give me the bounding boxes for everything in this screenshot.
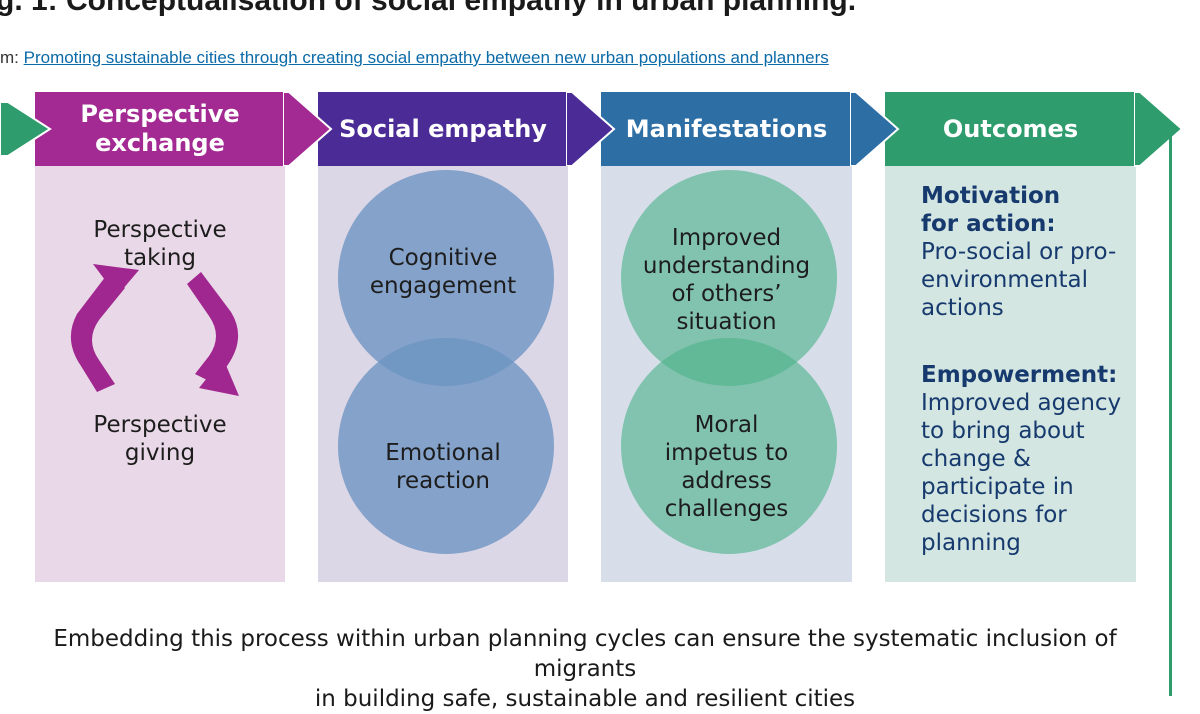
emotional-reaction-label: Emotional reaction [318,439,568,495]
empowerment-line4: participate in [921,474,1074,500]
moral-impetus-line2: impetus to [664,440,789,466]
cycle-arrows-icon [70,264,239,396]
motivation-line1: Pro-social or pro- [921,239,1117,265]
chevron-arrow-incoming [0,101,52,157]
outcomes-panel [885,166,1136,582]
improved-understanding-line4: situation [676,309,777,335]
figure-title: g. 1: Conceptualisation of social empath… [0,0,857,17]
perspective-giving-label: Perspective giving [35,411,285,467]
motivation-line3: actions [921,295,1004,321]
chevron-arrow-exchange [283,92,333,166]
improved-understanding-label: Improved understanding of others’ situat… [601,224,852,336]
cognitive-engagement-line1: Cognitive [388,245,498,271]
header-perspective-exchange-line2: exchange [95,129,225,157]
improved-understanding-line1: Improved [671,225,782,251]
header-manifestations-label: Manifestations [625,114,828,143]
empowerment-line3: change & [921,446,1031,472]
perspective-giving-line2: giving [124,440,196,466]
chevron-arrow-manifestations [850,92,900,166]
perspective-taking-line1: Perspective [93,217,227,243]
motivation-line2: environmental [921,267,1088,293]
header-perspective-exchange-line1: Perspective [80,100,240,128]
improved-understanding-line3: of others’ [671,281,782,307]
chevron-arrow-empathy [566,92,616,166]
header-outcomes-label: Outcomes [942,114,1079,143]
improved-understanding-line2: understanding [642,253,811,279]
cognitive-engagement-line2: engagement [369,273,517,299]
header-social-empathy: Social empathy [318,92,568,166]
header-social-empathy-label: Social empathy [339,114,547,143]
motivation-title-line2: for action: [921,211,1056,237]
empowerment-title: Empowerment: [921,362,1118,388]
embedding-statement-line1: Embedding this process within urban plan… [53,626,1117,682]
motivation-block: Motivation for action: Pro-social or pro… [921,182,1116,322]
motivation-title-line1: Motivation [921,183,1061,209]
chevron-arrow-outcomes [1134,92,1184,696]
perspective-taking-label: Perspective taking [35,216,285,272]
emotional-reaction-line2: reaction [396,468,490,494]
embedding-statement-line2: in building safe, sustainable and resili… [314,686,856,712]
empowerment-line2: to bring about [921,418,1085,444]
empowerment-line1: Improved agency [921,390,1122,416]
source-link[interactable]: Promoting sustainable cities through cre… [23,48,829,67]
emotional-reaction-circle [338,338,554,554]
moral-impetus-line4: challenges [664,496,789,522]
empowerment-line5: decisions for [921,502,1067,528]
perspective-taking-line2: taking [124,245,196,271]
source-prefix: m: [0,48,24,67]
moral-impetus-label: Moral impetus to address challenges [601,411,852,523]
moral-impetus-circle [621,338,837,554]
empowerment-line6: planning [921,530,1021,556]
moral-impetus-line1: Moral [694,412,759,438]
moral-impetus-line3: address [681,468,772,494]
header-manifestations: Manifestations [601,92,852,166]
exchange-panel [35,166,285,582]
header-outcomes: Outcomes [885,92,1136,166]
embedding-statement: Embedding this process within urban plan… [0,624,1170,714]
source-line: m: Promoting sustainable cities through … [0,48,829,68]
emotional-reaction-line1: Emotional [385,440,501,466]
perspective-giving-line1: Perspective [93,412,227,438]
empowerment-block: Empowerment: Improved agency to bring ab… [921,361,1121,557]
cognitive-engagement-label: Cognitive engagement [318,244,568,300]
